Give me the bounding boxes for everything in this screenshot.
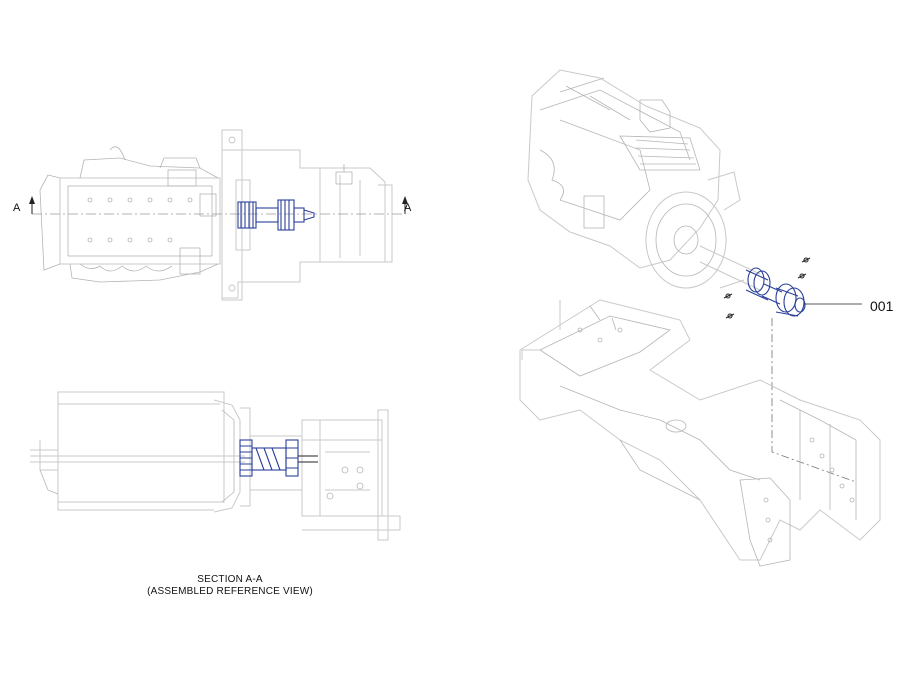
part-callout-001[interactable]: 001 xyxy=(870,298,894,314)
highlight-shaft-iso-view xyxy=(745,267,806,317)
isometric-engine-drawing xyxy=(527,69,862,483)
highlight-shaft-section-view xyxy=(239,439,299,477)
section-marker-right: A xyxy=(404,202,412,214)
section-marker-left: A xyxy=(13,202,21,214)
isometric-frame-drawing xyxy=(519,299,881,567)
top-view-drawing xyxy=(29,129,408,301)
highlight-shaft-top-view xyxy=(237,199,315,231)
section-view-drawing xyxy=(30,391,401,541)
section-title: SECTION A-A xyxy=(197,574,263,585)
bolts-iso xyxy=(723,257,811,319)
section-subtitle: (ASSEMBLED REFERENCE VIEW) xyxy=(147,586,313,597)
